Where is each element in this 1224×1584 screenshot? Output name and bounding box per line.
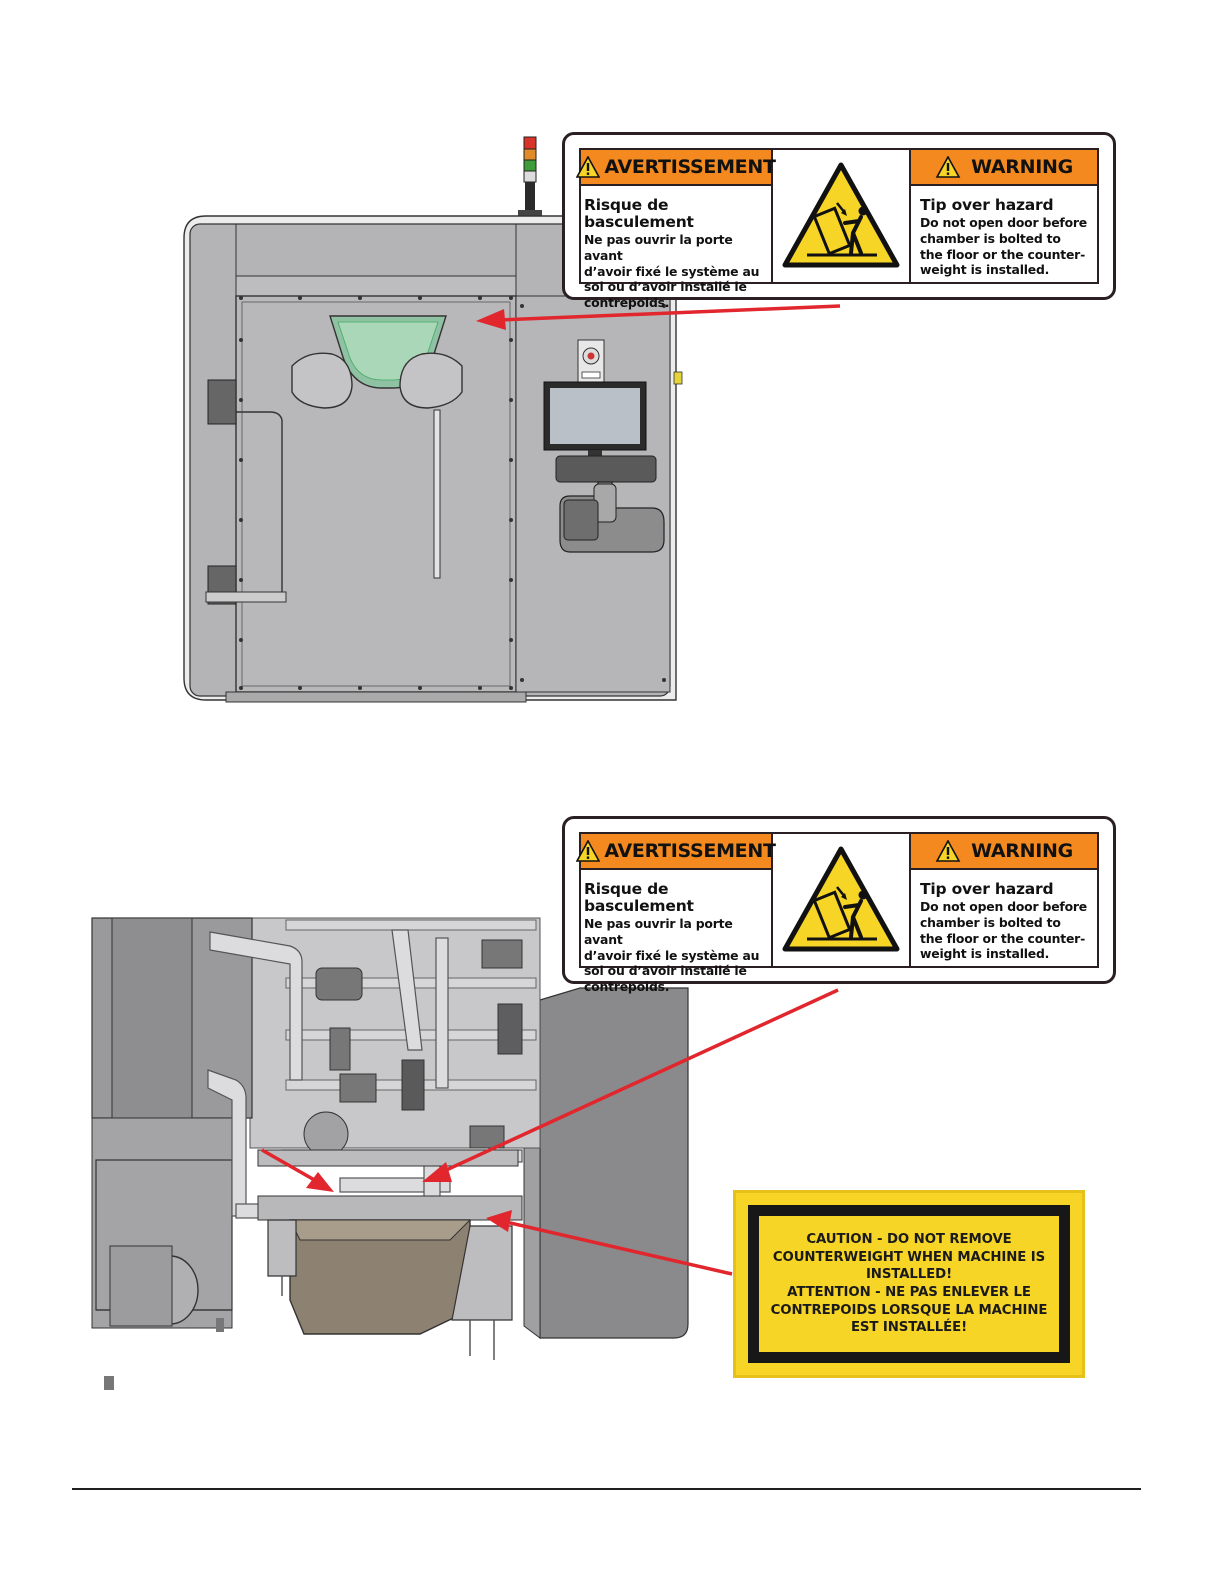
french-body: Ne pas ouvrir la porte avant d’avoir fix… [584, 232, 760, 311]
machine-rear-view-illustration [91, 917, 689, 1390]
arrow-pointing-to-door [476, 304, 841, 330]
warning-header: WARNING [911, 150, 1097, 186]
french-warning-section: AVERTISSEMENT Risque de basculement Ne p… [576, 150, 776, 310]
avertissement-header: AVERTISSEMENT [576, 834, 776, 870]
tip-over-warning-label-rear: AVERTISSEMENT Risque de basculement Ne p… [562, 816, 1116, 994]
tip-over-hazard-icon [782, 162, 900, 268]
caution-text: CAUTION - DO NOT REMOVE COUNTERWEIGHT WH… [770, 1232, 1048, 1336]
tip-over-symbol [773, 150, 911, 282]
counterweight-caution-label: CAUTION - DO NOT REMOVE COUNTERWEIGHT WH… [733, 1190, 1085, 1378]
warning-triangle-icon [935, 840, 961, 862]
english-body: Do not open door before chamber is bolte… [920, 215, 1088, 278]
english-title: Tip over hazard [920, 880, 1054, 898]
english-title: Tip over hazard [920, 196, 1054, 214]
warning-text: WARNING [971, 840, 1073, 862]
machine-front-view-illustration [183, 136, 683, 703]
french-title: Risque de basculement [584, 196, 694, 231]
warning-text: WARNING [971, 156, 1073, 178]
warning-triangle-icon [935, 156, 961, 178]
arrows-pointing-to-counterweight [261, 988, 839, 1276]
avertissement-text: AVERTISSEMENT [604, 156, 776, 178]
warning-triangle-icon [576, 840, 601, 862]
tip-over-hazard-icon [782, 846, 900, 952]
french-title: Risque de basculement [584, 880, 694, 915]
signal-tower [518, 136, 542, 218]
warning-header: WARNING [911, 834, 1097, 870]
french-body: Ne pas ouvrir la porte avant d’avoir fix… [584, 916, 760, 995]
tip-over-symbol [773, 834, 911, 966]
avertissement-header: AVERTISSEMENT [576, 150, 776, 186]
english-warning-section: WARNING Tip over hazard Do not open door… [911, 834, 1097, 966]
warning-triangle-icon [576, 156, 601, 178]
english-warning-section: WARNING Tip over hazard Do not open door… [911, 150, 1097, 282]
footer-rule [72, 1488, 1141, 1490]
avertissement-text: AVERTISSEMENT [604, 840, 776, 862]
english-body: Do not open door before chamber is bolte… [920, 899, 1088, 962]
tip-over-warning-label: AVERTISSEMENT Risque de basculement Ne p… [562, 132, 1116, 310]
french-warning-section: AVERTISSEMENT Risque de basculement Ne p… [576, 834, 776, 994]
